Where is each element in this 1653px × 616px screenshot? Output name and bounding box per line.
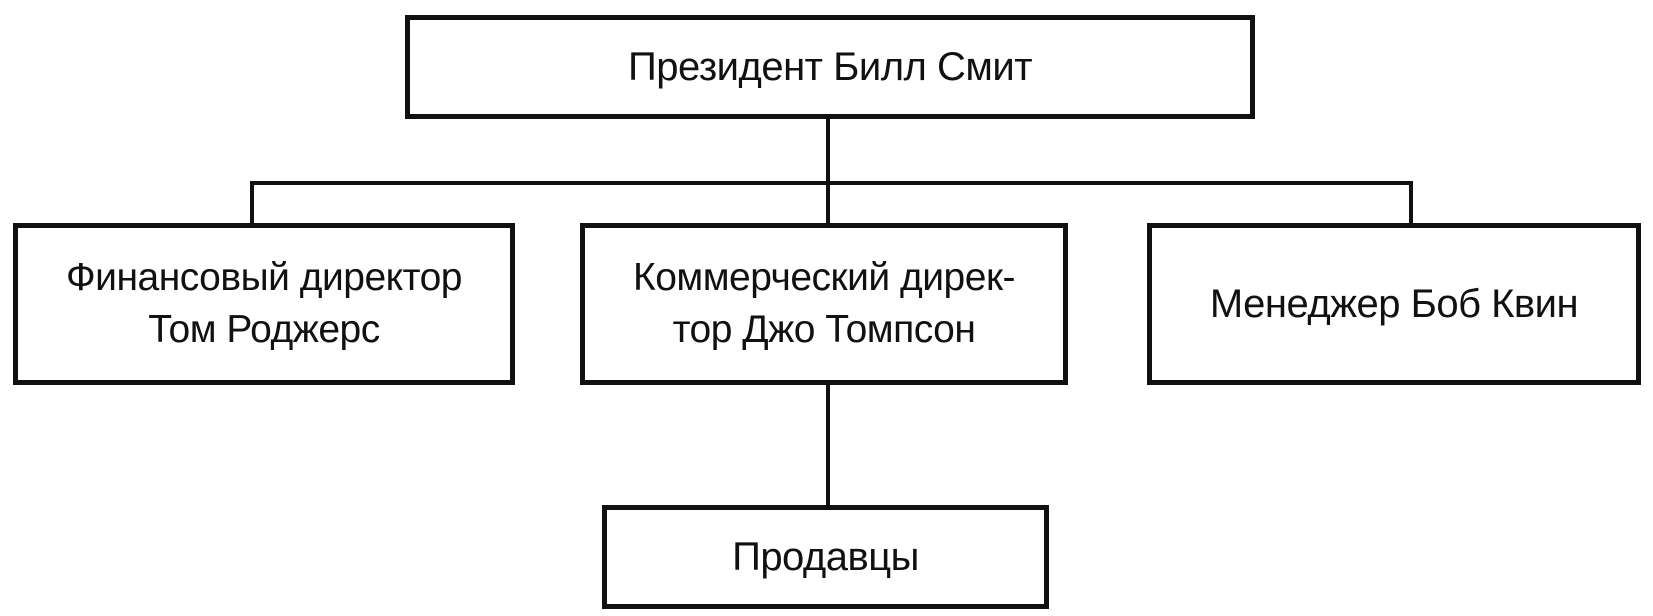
node-finance-director-line1: Финансовый директор <box>66 256 462 299</box>
node-finance-director-text: Финансовый директор Том Роджерс <box>66 252 462 356</box>
node-commercial-director-line1: Коммерческий дирек- <box>632 256 1016 299</box>
node-finance-director: Финансовый директор Том Роджерс <box>13 223 515 385</box>
node-manager-label: Менеджер Боб Квин <box>1209 282 1579 326</box>
node-president-label: Президент Билл Смит <box>627 45 1033 89</box>
node-manager: Менеджер Боб Квин <box>1147 223 1641 385</box>
node-commercial-director-line2: тор Джо Томпсон <box>672 308 976 351</box>
node-finance-director-line2: Том Роджерс <box>148 308 380 351</box>
node-president: Президент Билл Смит <box>405 15 1255 119</box>
node-commercial-director-text: Коммерческий дирек- тор Джо Томпсон <box>632 252 1016 356</box>
node-sales-label: Продавцы <box>732 535 919 579</box>
node-commercial-director: Коммерческий дирек- тор Джо Томпсон <box>580 223 1068 385</box>
node-sales: Продавцы <box>602 505 1049 609</box>
